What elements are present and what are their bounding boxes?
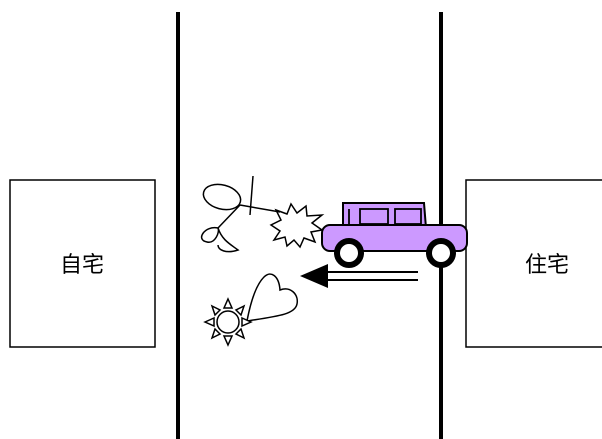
car-front-wheel [337, 241, 361, 265]
left-building-label: 自宅 [60, 253, 104, 278]
car-icon [322, 203, 467, 265]
heart-icon [247, 274, 297, 321]
fallen-person-icon [201, 176, 280, 252]
right-building-label: 住宅 [525, 253, 569, 278]
car-rear-wheel [429, 241, 453, 265]
sun-icon [205, 299, 251, 345]
right-building: 住宅 [466, 180, 602, 347]
impact-burst-icon [271, 204, 322, 247]
direction-arrow [300, 264, 418, 288]
left-building: 自宅 [10, 180, 155, 347]
